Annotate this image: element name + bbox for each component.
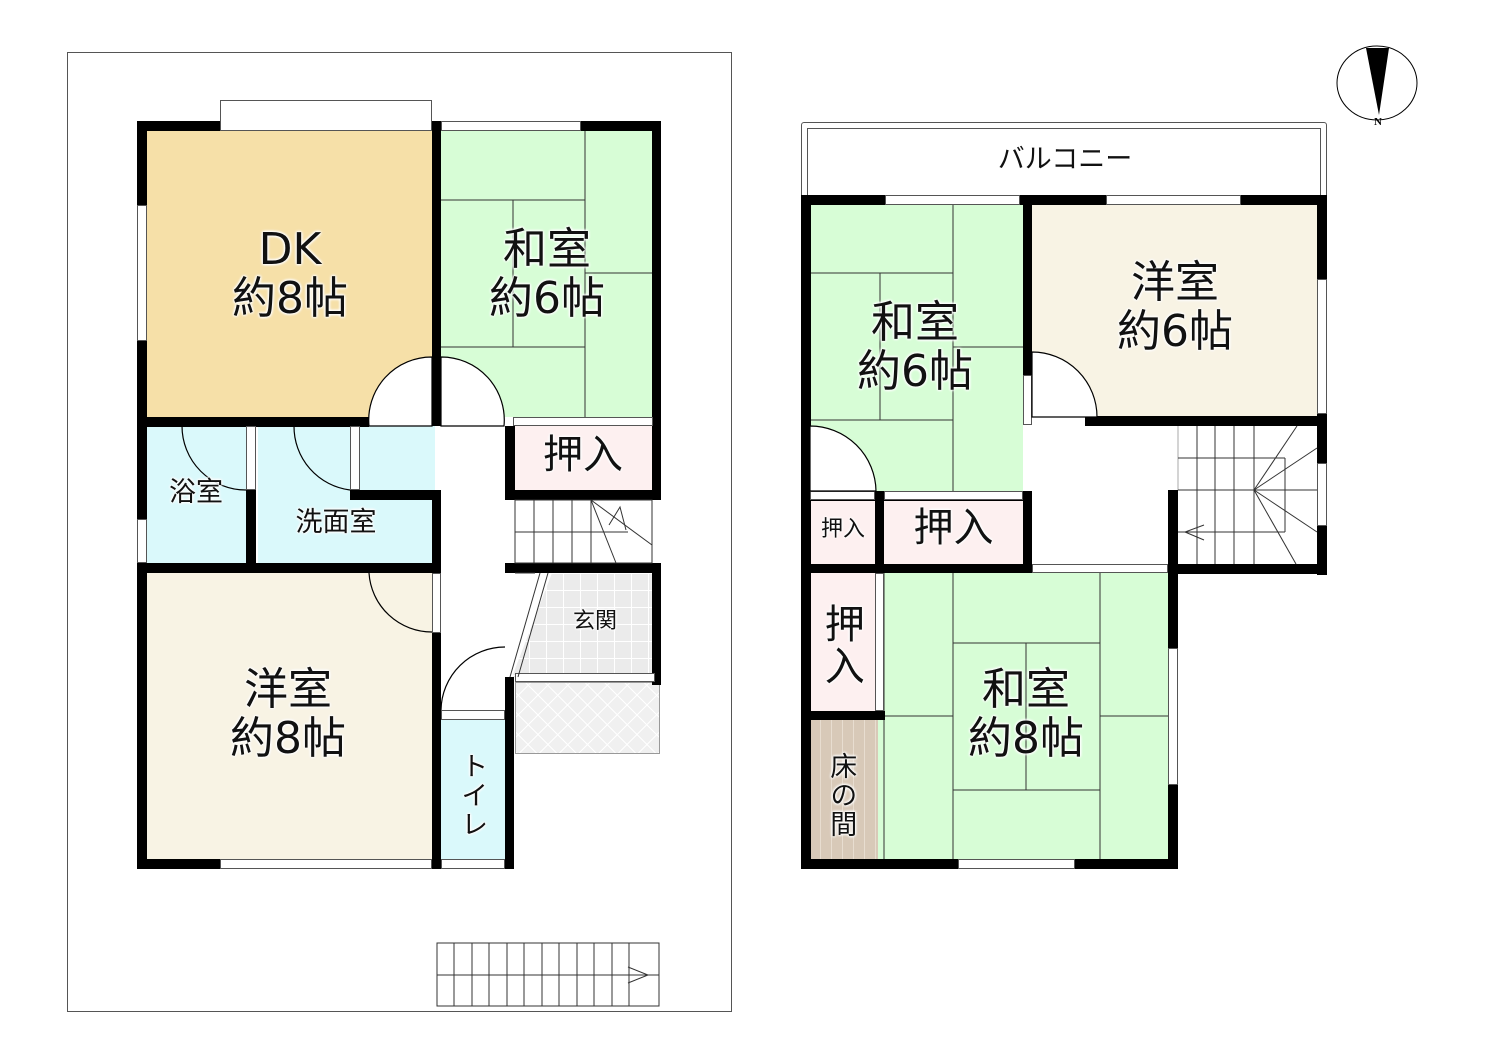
room-label-senmenshitsu: 洗面室	[295, 507, 377, 538]
room-youshitsu-8	[146, 573, 432, 860]
wall	[350, 490, 441, 500]
balcony-label: バルコニー	[997, 144, 1133, 175]
window	[220, 100, 432, 131]
wall	[875, 491, 884, 564]
window	[432, 573, 441, 633]
room-oshiire	[513, 426, 653, 490]
wall	[652, 121, 661, 491]
wall	[801, 564, 1032, 573]
window	[1317, 463, 1327, 526]
room-label-washitsu-8: 和室約8帖	[968, 664, 1084, 765]
room-label-tokonoma: 床の間	[825, 751, 857, 839]
wall	[801, 195, 811, 869]
wall	[1023, 491, 1032, 573]
window	[1032, 564, 1168, 573]
room-label-oshiire: 押入	[543, 432, 623, 478]
wall	[505, 490, 661, 500]
window	[1106, 195, 1241, 205]
window	[884, 491, 1023, 500]
window	[1168, 648, 1178, 785]
room-label-youshitsu: 洋室約8帖	[230, 664, 346, 765]
window	[885, 195, 1020, 205]
window	[137, 205, 147, 341]
wall	[505, 426, 515, 496]
wall	[801, 711, 885, 720]
wall	[801, 859, 958, 869]
room-label-washitsu-6: 和室約6帖	[857, 297, 973, 398]
room-label-toilet: トイレ	[456, 751, 488, 839]
window	[246, 426, 256, 490]
room-label-oshiire-small: 押入	[820, 517, 865, 542]
room-label-youshitsu-6: 洋室約6帖	[1117, 257, 1233, 358]
wall	[801, 195, 1327, 205]
wall	[137, 121, 147, 869]
wall	[1085, 416, 1327, 426]
room-label-genkan: 玄関	[572, 609, 617, 634]
porch	[515, 682, 660, 754]
floor1-site-boundary	[67, 52, 732, 1012]
room-label-oshiire-vert: 押入	[817, 603, 864, 687]
room-yokushitsu	[146, 426, 246, 564]
wall	[432, 121, 441, 426]
window	[350, 426, 360, 490]
wall	[652, 563, 661, 685]
wall	[137, 563, 441, 573]
window	[441, 710, 505, 720]
stairs-1f	[509, 499, 653, 678]
room-toilet	[441, 720, 505, 860]
wall	[505, 677, 514, 869]
wall	[1168, 564, 1327, 574]
room-label-washitsu: 和室約6帖	[489, 224, 605, 325]
north-compass-icon	[1336, 45, 1418, 121]
stairs-2f	[1177, 425, 1318, 565]
wall	[137, 417, 369, 427]
wall	[1075, 859, 1178, 869]
window	[441, 121, 581, 131]
wall	[1023, 195, 1032, 375]
room-oshiire-vert	[810, 573, 878, 711]
window	[220, 859, 432, 869]
window	[875, 573, 884, 711]
room-dk	[146, 130, 434, 417]
window	[515, 673, 655, 682]
wall	[505, 563, 661, 573]
window	[441, 859, 505, 869]
room-label-yokushitsu: 浴室	[169, 477, 223, 508]
wall	[432, 490, 441, 573]
room-oshiire-mid	[884, 500, 1023, 564]
wall	[432, 632, 441, 869]
wall	[246, 490, 256, 573]
wall	[137, 859, 224, 869]
room-tokonoma	[810, 720, 878, 860]
window	[1317, 279, 1327, 414]
room-label-oshiire-mid: 押入	[913, 505, 994, 551]
exterior-steps	[436, 942, 660, 1007]
window	[513, 417, 653, 426]
room-oshiire-small	[810, 500, 878, 564]
room-genkan	[512, 573, 653, 677]
window	[137, 519, 147, 563]
compass-north-label: N	[1374, 116, 1382, 128]
window	[958, 859, 1075, 869]
